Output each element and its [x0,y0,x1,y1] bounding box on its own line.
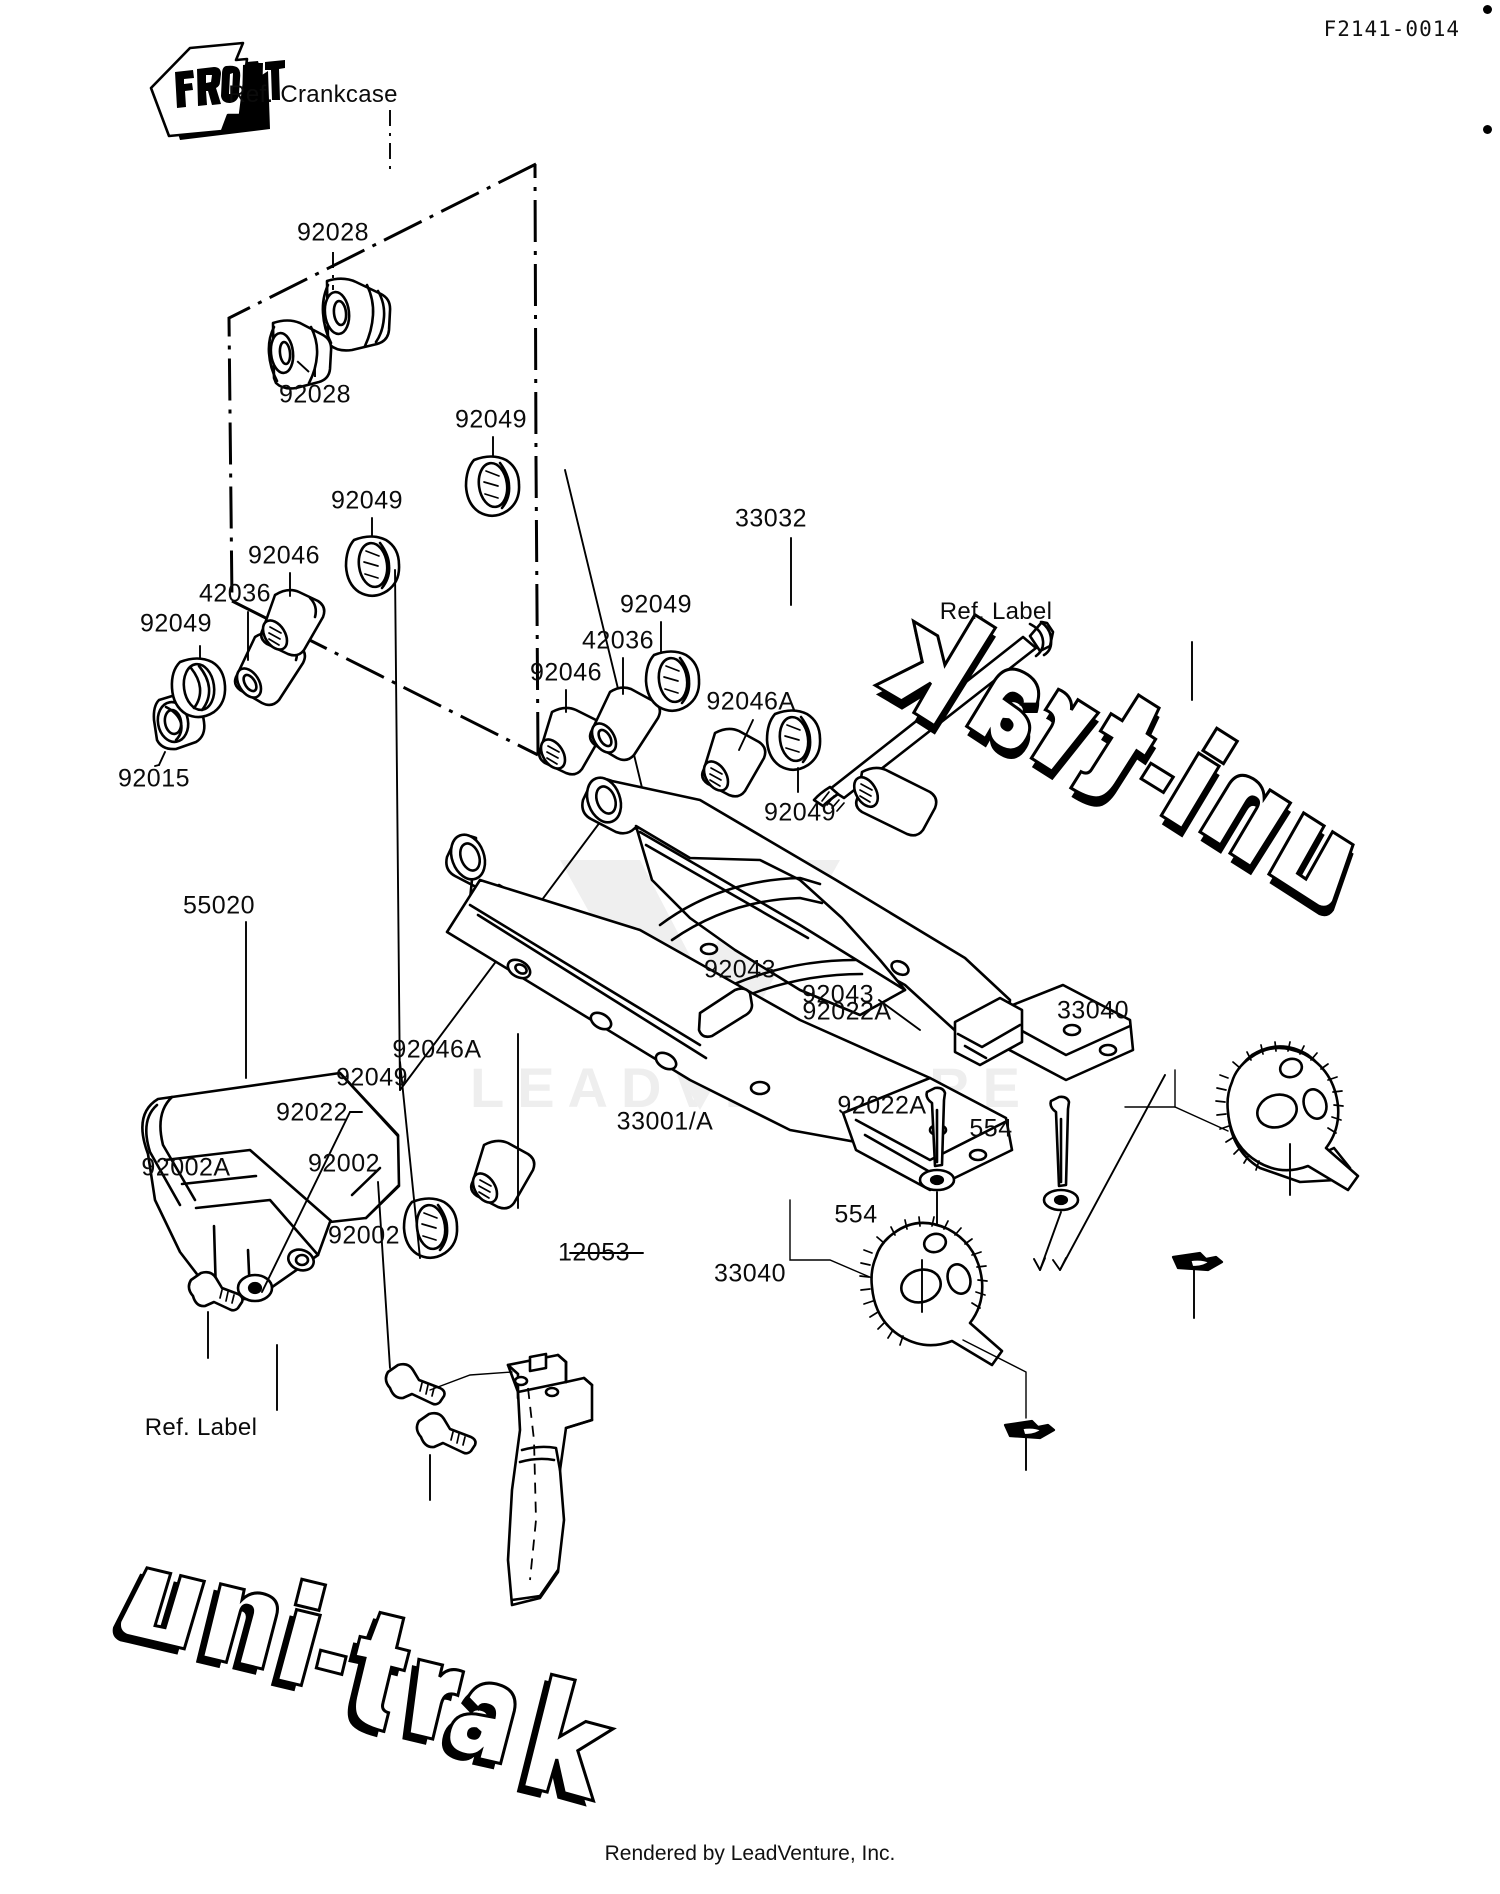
part-callout-92022[interactable]: 92022 [275,1098,349,1127]
reference-label-r-label-right[interactable]: Ref. Label [939,598,1053,625]
part-33001A-swingarm [445,776,1135,1192]
leader-92022-c [261,1111,351,1293]
leader-554-b-up2 [962,1339,1027,1419]
part-92022A-washer-a [918,1168,956,1192]
part-92002A-bolt [187,1270,244,1312]
sheet-code: F2141-0014 [1323,17,1460,41]
leader-92002-a2 [377,1181,391,1369]
part-92049-a [464,455,521,518]
part-92028-upper [321,277,392,352]
front-arrow-graphic [149,41,285,140]
part-12053-chain-guide [506,1352,594,1607]
part-92022-washer [236,1273,274,1303]
part-callout-92028[interactable]: 92028 [296,218,370,247]
part-callout-92049[interactable]: 92049 [330,486,404,515]
part-callout-92015[interactable]: 92015 [117,764,191,793]
part-callout-92002A[interactable]: 92002A [141,1153,231,1182]
part-callout-92022A[interactable]: 92022A [837,1091,927,1120]
part-callout-92049[interactable]: 92049 [619,590,693,619]
part-callout-42036[interactable]: 42036 [581,626,655,655]
part-92046-a [259,588,326,657]
part-callout-92049[interactable]: 92049 [139,609,213,638]
part-callout-92046[interactable]: 92046 [529,658,603,687]
part-callout-554[interactable]: 554 [834,1200,878,1229]
leader-92049-f-c [399,1061,421,1259]
leader-33040-b-to-arm2 [789,1199,873,1279]
part-33040-b [859,1216,1004,1367]
footer-credit: Rendered by LeadVenture, Inc. [604,1842,896,1865]
registration-dot-top [1483,5,1492,14]
part-callout-33040[interactable]: 33040 [713,1259,787,1288]
leader-92028-bot [295,359,310,373]
part-callout-92049[interactable]: 92049 [763,798,837,827]
part-callout-554[interactable]: 554 [969,1114,1013,1143]
part-92049-f [402,1197,459,1260]
arrow-92022A-b [1033,1257,1046,1271]
part-92049-e [765,709,822,772]
part-92049-c [170,657,227,719]
crankcase-inset-frame [227,162,540,757]
part-callout-12053[interactable]: 12053 [557,1238,631,1267]
part-92043-a [925,1086,947,1168]
arrow-conv [1052,1257,1067,1271]
part-92049-d [644,650,701,713]
part-callout-42036[interactable]: 42036 [198,579,272,608]
decal-uni-trak-right [872,612,1355,917]
part-callout-92022A[interactable]: 92022A [802,997,892,1026]
part-92046A-a [700,727,767,798]
part-42036-b [588,686,662,762]
part-callout-33040[interactable]: 33040 [1056,996,1130,1025]
leader-92002-a-to-guide [429,1371,513,1391]
leader-92015 [158,751,166,766]
part-55020-chain-guard [141,1071,401,1301]
part-callout-92002[interactable]: 92002 [327,1221,401,1250]
registration-dot-second [1483,125,1492,134]
leader-92046A-a [738,719,754,751]
part-92049-b [344,535,401,598]
part-callout-33032[interactable]: 33032 [734,504,808,533]
part-callout-92046A[interactable]: 92046A [706,687,796,716]
part-callout-92046[interactable]: 92046 [247,541,321,570]
reference-label-r-crankcase[interactable]: Ref. Crankcase [228,81,398,108]
part-33040-a [1215,1041,1360,1192]
leader-33040-a-conv [1059,1074,1166,1271]
part-554-b [1003,1419,1056,1440]
part-callout-92028[interactable]: 92028 [278,380,352,409]
part-92028-lower [267,319,333,390]
part-92043-b [1049,1095,1071,1188]
part-callout-92043[interactable]: 92043 [801,980,875,1009]
leader-92043-a [878,999,921,1031]
part-callout-92049[interactable]: 92049 [454,405,528,434]
reference-label-r-label-bot[interactable]: Ref. Label [144,1414,258,1441]
decal-uni-trak-bottom [112,1566,617,1807]
part-callout-92002[interactable]: 92002 [307,1149,381,1178]
part-92002-bolt-b [415,1411,477,1455]
part-callout-92043[interactable]: 92043 [703,955,777,984]
part-callout-33001-A[interactable]: 33001/A [616,1107,714,1136]
part-554-a [1171,1251,1224,1272]
part-92022A-washer-b [1042,1188,1080,1212]
part-92046-b [537,706,604,776]
part-92002-bolt-a [384,1362,446,1406]
swingarm-rear-bushing [852,766,938,837]
part-callout-92049[interactable]: 92049 [335,1063,409,1092]
leader-92015-b [154,764,160,767]
part-92046A-b [469,1139,536,1210]
part-callout-92046A[interactable]: 92046A [392,1035,482,1064]
part-callout-55020[interactable]: 55020 [182,891,256,920]
